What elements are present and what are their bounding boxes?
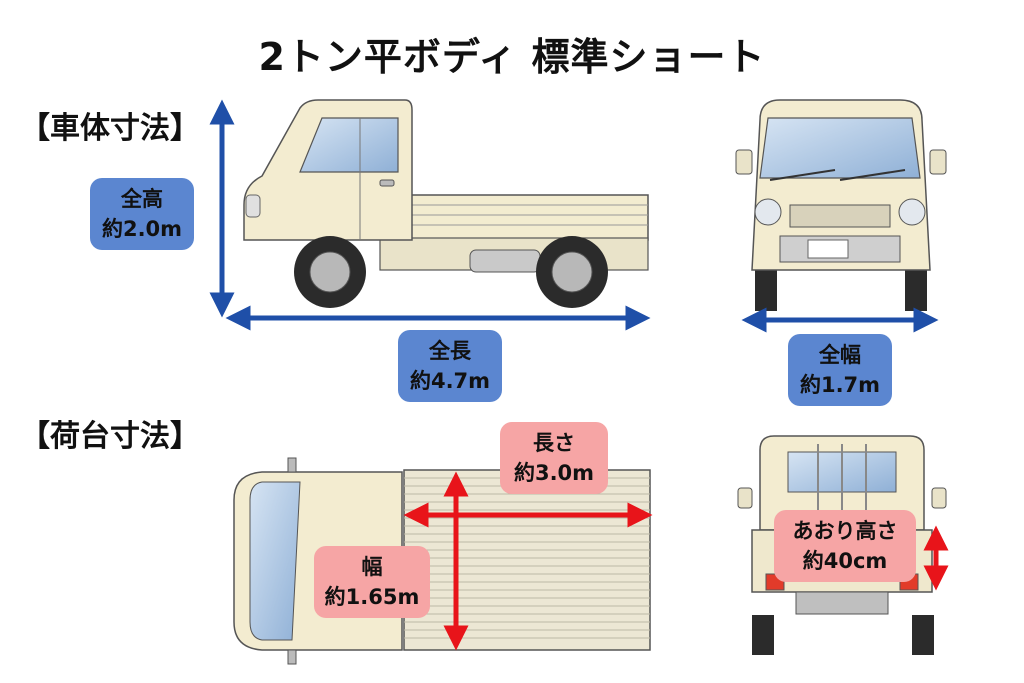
page-title: 2トン平ボディ 標準ショート	[258, 35, 766, 79]
truck-side-view	[243, 99, 649, 308]
bed-width-label-name: 幅	[361, 555, 383, 579]
width-label: 全幅 約1.7m	[788, 334, 892, 406]
bed-width-label-value: 約1.65m	[324, 585, 420, 609]
gate-height-label: あおり高さ 約40cm	[774, 510, 916, 582]
length-label: 全長 約4.7m	[398, 330, 502, 402]
height-label: 全高 約2.0m	[90, 178, 194, 250]
bed-length-label-value: 約3.0m	[513, 461, 595, 485]
bed-length-label: 長さ 約3.0m	[500, 422, 608, 494]
height-label-name: 全高	[121, 187, 163, 211]
bed-width-label: 幅 約1.65m	[314, 546, 430, 618]
length-label-value: 約4.7m	[409, 369, 491, 393]
width-label-value: 約1.7m	[799, 373, 881, 397]
truck-front-view	[735, 99, 947, 311]
section-heading-cargo-dimensions: 【荷台寸法】	[20, 419, 200, 454]
height-label-value: 約2.0m	[101, 217, 183, 241]
section-heading-vehicle-dimensions: 【車体寸法】	[20, 111, 200, 146]
gate-height-label-value: 約40cm	[802, 549, 888, 573]
length-label-name: 全長	[429, 339, 471, 363]
bed-length-label-name: 長さ	[533, 431, 575, 455]
gate-height-label-name: あおり高さ	[792, 519, 898, 543]
width-label-name: 全幅	[819, 343, 861, 367]
